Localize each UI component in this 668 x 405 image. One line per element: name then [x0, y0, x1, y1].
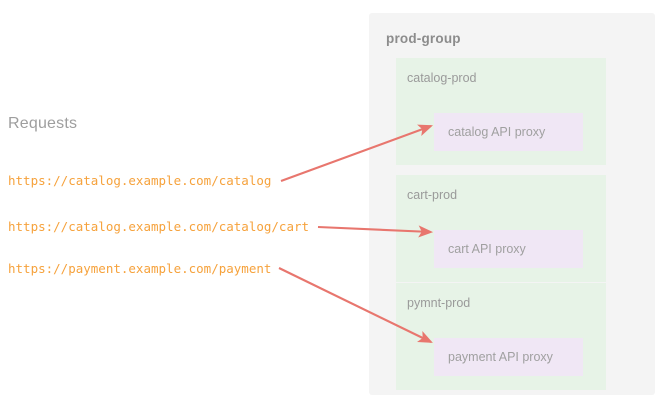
proxy-box-payment-api-proxy: payment API proxy: [434, 338, 583, 376]
proxy-label-catalog-api-proxy: catalog API proxy: [448, 125, 546, 139]
requests-panel: Requests https://catalog.example.com/cat…: [8, 115, 310, 276]
request-url-payment: https://payment.example.com/payment: [8, 261, 272, 276]
request-url-catalog: https://catalog.example.com/catalog: [8, 173, 272, 188]
service-box-catalog-prod: catalog-prod catalog API proxy: [396, 58, 606, 165]
service-label-pymnt-prod: pymnt-prod: [407, 296, 471, 310]
proxy-box-catalog-api-proxy: catalog API proxy: [434, 113, 583, 151]
service-box-pymnt-prod: pymnt-prod payment API proxy: [396, 283, 606, 390]
prod-group-title: prod-group: [386, 31, 461, 46]
requests-heading: Requests: [8, 115, 78, 132]
proxy-label-cart-api-proxy: cart API proxy: [448, 242, 526, 256]
service-box-cart-prod: cart-prod cart API proxy: [396, 175, 606, 282]
proxy-box-cart-api-proxy: cart API proxy: [434, 230, 583, 268]
service-label-catalog-prod: catalog-prod: [407, 71, 477, 85]
proxy-label-payment-api-proxy: payment API proxy: [448, 350, 553, 364]
service-label-cart-prod: cart-prod: [407, 188, 458, 202]
prod-group-panel: prod-group catalog-prod catalog API prox…: [369, 13, 655, 395]
request-url-catalog-cart: https://catalog.example.com/catalog/cart: [8, 219, 310, 234]
